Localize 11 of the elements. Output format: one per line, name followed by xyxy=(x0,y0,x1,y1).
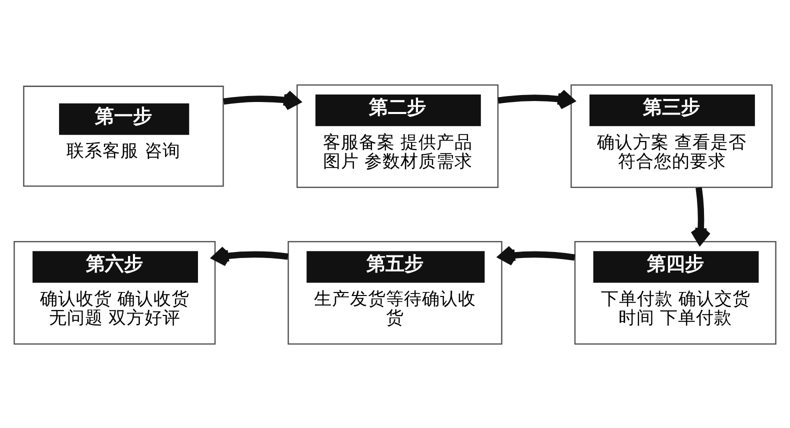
node-box: 第一步 联系客服 咨询 xyxy=(23,85,224,186)
arrow xyxy=(690,186,711,244)
arrow xyxy=(498,244,576,266)
arrow xyxy=(212,245,288,266)
node-box: 第二步 客服备案 提供产品图片 参数材质需求 xyxy=(296,84,499,188)
node-box: 第五步 生产发货等待确认收货 xyxy=(288,240,502,344)
node-box: 第三步 确认方案 查看是否符合您的要求 xyxy=(570,84,773,188)
node-box: 第六步 确认收货 确认收货无问题 双方好评 xyxy=(14,240,216,344)
arrow xyxy=(498,88,574,109)
arrow xyxy=(223,89,300,110)
node-box: 第四步 下单付款 确认交货时间 下单付款 xyxy=(574,240,776,344)
